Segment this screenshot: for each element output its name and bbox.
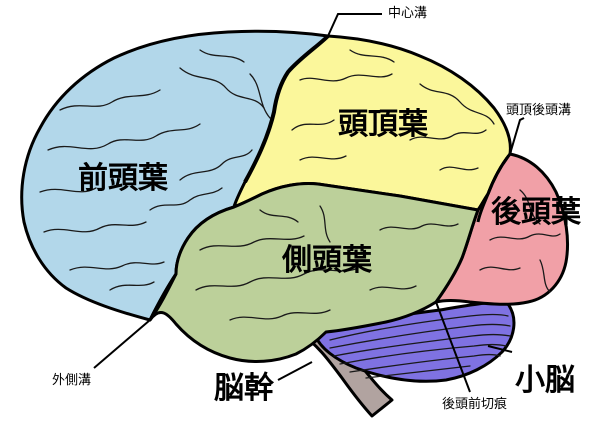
occipital-lobe-label: 後頭葉 (491, 195, 581, 230)
occipital-lobe-region (434, 152, 570, 306)
parieto-occipital-sulcus-leader (509, 117, 525, 155)
central-sulcus-leader (327, 13, 382, 37)
temporal-gyri (195, 205, 459, 321)
lateral-sulcus-label: 外側溝 (52, 373, 92, 388)
temporal-lobe-label: 側頭葉 (282, 243, 372, 278)
parieto-occipital-sulcus-label: 頭頂後頭溝 (506, 103, 572, 118)
lateral-sulcus-line (148, 273, 178, 321)
parieto-occipital-sulcus-line (476, 153, 512, 223)
central-sulcus-line (243, 34, 330, 183)
preoccipital-notch-label: 後頭前切痕 (442, 397, 508, 412)
brainstem-leader (277, 361, 313, 381)
parietal-temporal-boundary (317, 183, 479, 211)
cerebellum-label: 小脳 (515, 363, 575, 398)
lateral-sulcus-leader (93, 319, 151, 369)
preoccipital-notch-leader (435, 301, 471, 393)
brainstem-label: 脳幹 (214, 371, 274, 406)
parietal-gyri (291, 49, 495, 171)
cerebellum-folia (329, 313, 511, 379)
cerebellum-leader (487, 345, 513, 353)
occipital-gyri (479, 189, 561, 293)
central-sulcus-label: 中心溝 (388, 6, 428, 21)
frontal-lobe-label: 前頭葉 (78, 161, 168, 196)
frontal-gyri (39, 49, 271, 291)
parietal-lobe-label: 頭頂葉 (338, 107, 428, 142)
